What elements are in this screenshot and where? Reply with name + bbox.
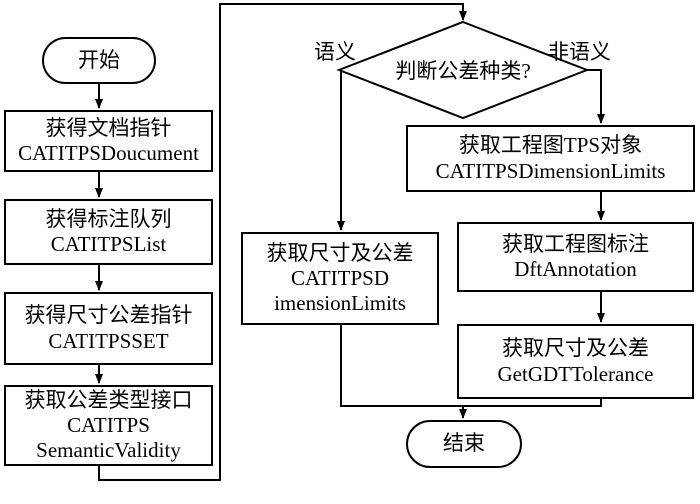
branch-label-semantic: 语义	[314, 40, 356, 64]
get-tolerance-pointer-title: 获得尺寸公差指针	[24, 303, 193, 328]
get-annotation-list-title: 获得标注队列	[45, 206, 172, 231]
get-drawing-annotation-title: 获取工程图标注	[502, 231, 649, 256]
decision-diamond	[336, 20, 590, 120]
merge-semantic-line	[340, 325, 463, 407]
get-document-pointer-api: CATITPSDoucument	[18, 141, 199, 165]
branch-label-non-semantic: 非语义	[548, 40, 611, 64]
get-drawing-annotation-api: DftAnnotation	[514, 257, 637, 281]
end-terminal: 结束	[406, 420, 522, 468]
get-dimension-tolerance-api: GetGDTTolerance	[497, 361, 654, 386]
merge-non-semantic-line	[463, 399, 602, 407]
semantic-get-dimension-tolerance-api-1: CATITPSD	[290, 265, 390, 290]
arrow-non-semantic-branch	[587, 69, 605, 124]
connector-iface-to-decision	[98, 3, 467, 481]
start-label: 开始	[78, 47, 120, 72]
get-tolerance-type-interface-api-2: SemanticValidity	[36, 438, 181, 463]
get-tolerance-type-interface-api-1: CATITPS	[67, 412, 150, 437]
get-dimension-tolerance-box: 获取尺寸及公差 GetGDTTolerance	[457, 324, 694, 399]
get-document-pointer-title: 获得文档指针	[45, 115, 172, 140]
get-tolerance-type-interface-box: 获取公差类型接口 CATITPS SemanticValidity	[4, 385, 213, 466]
semantic-get-dimension-tolerance-api-2: imensionLimits	[274, 291, 406, 316]
get-drawing-tps-object-api: CATITPSDimensionLimits	[435, 158, 666, 183]
get-drawing-tps-object-title: 获取工程图TPS对象	[458, 133, 643, 158]
semantic-get-dimension-tolerance-title: 获取尺寸及公差	[266, 240, 414, 265]
get-drawing-tps-object-box: 获取工程图TPS对象 CATITPSDimensionLimits	[406, 125, 695, 192]
get-annotation-list-api: CATITPSList	[50, 232, 167, 256]
get-tolerance-pointer-box: 获得尺寸公差指针 CATITPSSET	[4, 292, 213, 365]
get-tolerance-type-interface-title: 获取公差类型接口	[24, 387, 193, 412]
get-drawing-annotation-box: 获取工程图标注 DftAnnotation	[457, 222, 694, 292]
get-annotation-list-box: 获得标注队列 CATITPSList	[4, 199, 213, 265]
start-terminal: 开始	[42, 37, 156, 84]
get-dimension-tolerance-title: 获取尺寸及公差	[502, 336, 649, 361]
semantic-get-dimension-tolerance-box: 获取尺寸及公差 CATITPSD imensionLimits	[241, 232, 439, 325]
end-label: 结束	[443, 431, 485, 456]
get-tolerance-pointer-api: CATITPSSET	[48, 328, 169, 353]
get-document-pointer-box: 获得文档指针 CATITPSDoucument	[4, 110, 213, 172]
decision-label: 判断公差种类?	[395, 59, 531, 83]
arrow-semantic-branch	[337, 69, 345, 231]
